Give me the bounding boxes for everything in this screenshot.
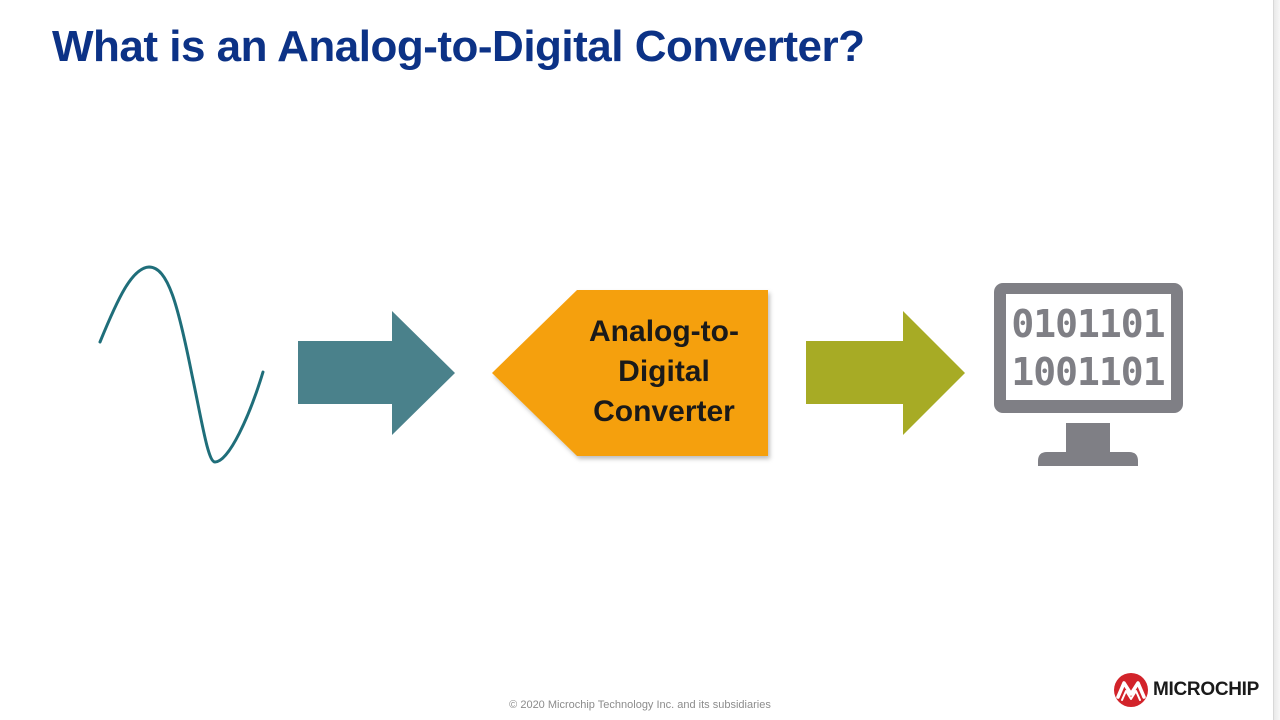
adc-label: Analog-to- Digital Converter [560, 312, 768, 432]
computer-monitor-icon [994, 283, 1183, 466]
microchip-logo-icon [1114, 673, 1148, 707]
microchip-logo: MICROCHIP [1113, 672, 1259, 708]
adc-block [492, 290, 768, 456]
adc-label-line: Digital [618, 355, 710, 388]
binary-line: 1001101 [1011, 350, 1165, 394]
adc-label-line: Analog-to- [589, 315, 739, 348]
output-arrow [806, 311, 965, 435]
slide-edge-line [1273, 0, 1274, 720]
logo-wordmark: MICROCHIP [1153, 679, 1260, 700]
digital-output: 0101101 1001101 [1006, 300, 1170, 396]
input-arrow [298, 311, 455, 435]
sine-wave-icon [98, 265, 265, 464]
slide-edge [1274, 0, 1280, 720]
adc-label-line: Converter [593, 395, 735, 428]
slide-title: What is an Analog-to-Digital Converter? [52, 22, 865, 71]
binary-line: 0101101 [1011, 302, 1165, 346]
copyright-footer: © 2020 Microchip Technology Inc. and its… [509, 699, 771, 711]
